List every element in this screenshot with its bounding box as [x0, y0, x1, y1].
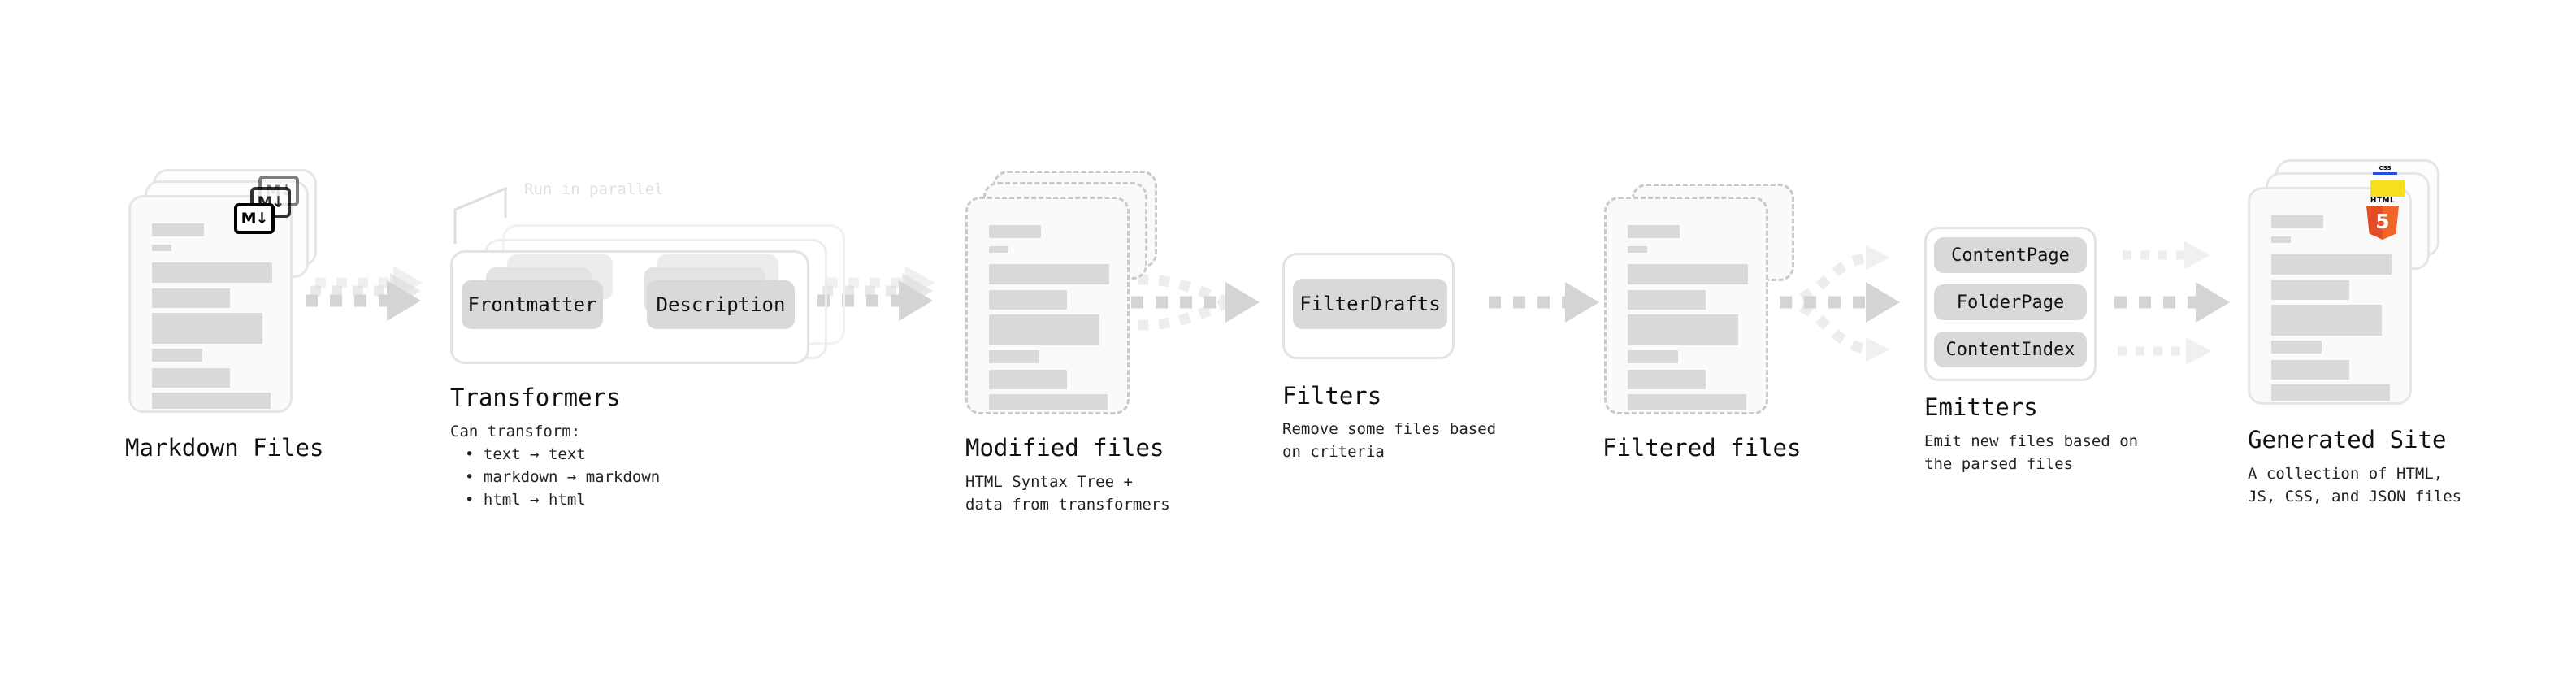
arrow-filtered-to-emitters — [1780, 245, 1900, 362]
html5-icon-word: HTML — [2370, 197, 2396, 205]
transformer-node-description[interactable]: Description — [647, 280, 795, 329]
arrow-markdown-to-transformers — [306, 266, 423, 321]
emitters-title: Emitters — [1924, 393, 2038, 421]
doc-line — [2271, 340, 2322, 354]
doc-line — [989, 290, 1067, 310]
doc-line — [989, 370, 1067, 389]
doc-line — [152, 349, 202, 362]
doc-line — [989, 246, 1008, 253]
generated-site-subtitle-line-1: A collection of HTML, — [2248, 465, 2444, 483]
css-icon-label: CSS — [2379, 165, 2392, 171]
doc-line — [989, 225, 1041, 238]
filters-subtitle-line-1: Remove some files based — [1282, 420, 1497, 438]
run-in-parallel-leader — [453, 186, 507, 244]
markdown-icon-label: M↓ — [241, 209, 269, 228]
doc-line — [1628, 370, 1706, 389]
html5-icon-digit: 5 — [2375, 210, 2390, 233]
css-icon: CSS — [2373, 166, 2397, 177]
markdown-files-title: Markdown Files — [125, 434, 324, 462]
generated-site-subtitle-line-2: JS, CSS, and JSON files — [2248, 488, 2462, 505]
emitter-node-contentpage[interactable]: ContentPage — [1934, 237, 2087, 273]
doc-line — [152, 288, 230, 308]
doc-line — [1628, 350, 1678, 363]
transformers-bullet-0: • text → text — [465, 445, 586, 463]
doc-line — [2271, 280, 2349, 300]
doc-line — [2271, 305, 2382, 336]
html5-icon-shield: 5 — [2366, 206, 2399, 240]
filter-node-filterdrafts[interactable]: FilterDrafts — [1293, 279, 1447, 329]
doc-line — [989, 314, 1099, 345]
doc-line — [989, 350, 1039, 363]
doc-line — [152, 262, 272, 283]
doc-line — [152, 368, 230, 388]
emitter-node-contentindex[interactable]: ContentIndex — [1934, 332, 2087, 367]
doc-line — [1628, 394, 1746, 410]
modified-files-subtitle-line-2: data from transformers — [965, 496, 1170, 514]
doc-line — [2271, 254, 2392, 275]
arrow-emitters-to-site — [2114, 241, 2230, 365]
css-icon-underline — [2373, 172, 2397, 175]
doc-line — [152, 313, 262, 344]
modified-files-title: Modified files — [965, 434, 1164, 462]
run-in-parallel-annotation: Run in parallel — [524, 180, 664, 198]
filtered-files-title: Filtered files — [1602, 434, 1802, 462]
filters-title: Filters — [1282, 382, 1382, 410]
doc-line — [1628, 246, 1647, 253]
html5-icon: HTML 5 — [2365, 197, 2400, 240]
generated-site-title: Generated Site — [2248, 426, 2447, 453]
transformers-title: Transformers — [450, 384, 621, 411]
modified-files-subtitle-line-1: HTML Syntax Tree + — [965, 473, 1133, 491]
doc-line — [152, 245, 171, 251]
markdown-icon: M↓ — [234, 203, 275, 234]
filtered-doc-front — [1604, 197, 1768, 414]
arrow-filters-to-filtered — [1489, 282, 1599, 323]
doc-line — [989, 394, 1108, 410]
emitter-node-folderpage[interactable]: FolderPage — [1934, 284, 2087, 320]
modified-doc-front — [965, 197, 1130, 414]
doc-line — [2271, 360, 2349, 380]
filters-subtitle-line-2: on criteria — [1282, 443, 1385, 461]
transformers-bullet-2: • html → html — [465, 491, 586, 509]
doc-line — [2271, 384, 2390, 401]
emitters-subtitle-line-1: Emit new files based on — [1924, 432, 2139, 450]
doc-line — [1628, 314, 1738, 345]
transformers-subheading: Can transform: — [450, 423, 581, 440]
doc-line — [2271, 215, 2323, 228]
transformer-node-frontmatter[interactable]: Frontmatter — [462, 280, 603, 329]
arrow-modified-to-filters — [1131, 274, 1260, 331]
doc-line — [1628, 225, 1680, 238]
doc-line — [1628, 290, 1706, 310]
transformers-bullet-1: • markdown → markdown — [465, 468, 661, 486]
js-icon — [2370, 180, 2405, 197]
doc-line — [1628, 264, 1748, 284]
doc-line — [989, 264, 1109, 284]
doc-line — [2271, 236, 2291, 243]
doc-line — [152, 223, 204, 236]
emitters-subtitle-line-2: the parsed files — [1924, 455, 2074, 473]
doc-line — [152, 393, 271, 409]
